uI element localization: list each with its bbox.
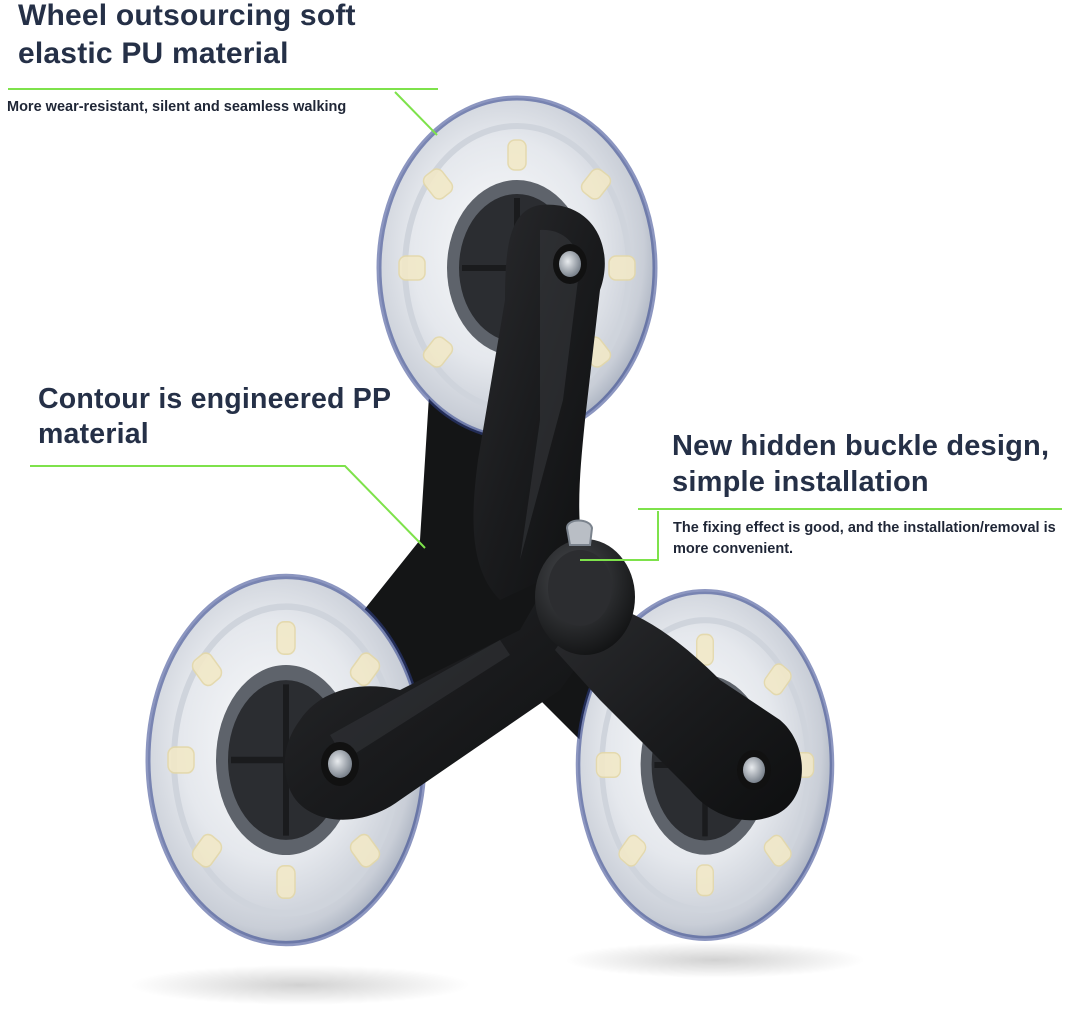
buckle-design-detail: The fixing effect is good, and the insta…: [673, 520, 1056, 557]
wheel-material-detail: More wear-resistant, silent and seamless…: [7, 99, 347, 115]
wheel-material-heading: Wheel outsourcing soft elastic PU materi…: [18, 0, 356, 70]
contour-material-heading: Contour is engineered PP material: [38, 383, 391, 450]
hidden-buckle-hub: [535, 519, 635, 655]
frame-arms: [284, 204, 802, 821]
buckle-design-heading: New hidden buckle design, simple install…: [672, 430, 1050, 498]
axle-bolts: [321, 244, 771, 790]
